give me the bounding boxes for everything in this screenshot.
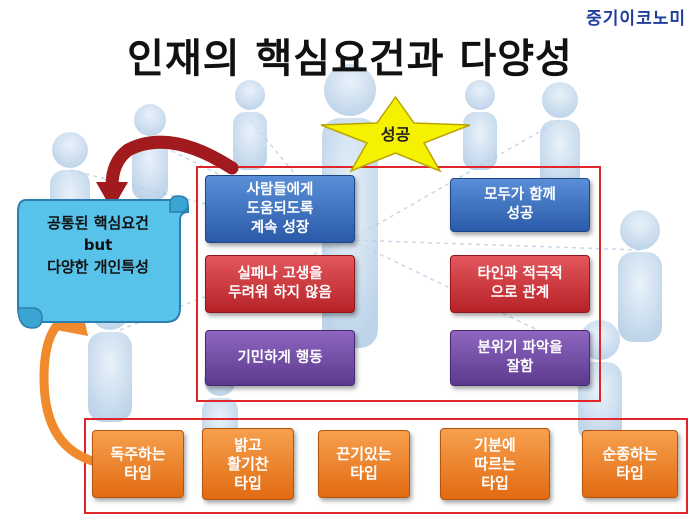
type-mood-driven: 기분에 따르는 타입 [440, 428, 550, 500]
scroll-line-but: but [83, 236, 113, 254]
box-not-afraid-of-failure-label: 실패나 고생을 두려워 하지 않음 [228, 266, 332, 301]
scroll-banner [17, 195, 189, 329]
box-act-quickly-label: 기민하게 행동 [237, 349, 323, 366]
box-succeed-together: 모두가 함께 성공 [450, 178, 590, 232]
type-bright-lively: 밝고 활기찬 타입 [202, 428, 294, 500]
box-active-relationships: 타인과 적극적 으로 관계 [450, 255, 590, 313]
type-solo-runner-label: 독주하는 타입 [110, 445, 166, 482]
box-continuous-growth: 사람들에게 도움되도록 계속 성장 [205, 175, 355, 243]
box-not-afraid-of-failure: 실패나 고생을 두려워 하지 않음 [205, 255, 355, 313]
type-bright-lively-label: 밝고 활기찬 타입 [227, 435, 269, 492]
star-label: 성공 [380, 125, 411, 144]
type-obedient: 순종하는 타입 [582, 430, 678, 498]
type-obedient-label: 순종하는 타입 [602, 445, 658, 482]
box-active-relationships-label: 타인과 적극적 으로 관계 [477, 266, 563, 301]
scroll-line-common: 공통된 핵심요건 [47, 214, 149, 232]
type-persistent-label: 끈기있는 타입 [336, 445, 392, 482]
box-continuous-growth-label: 사람들에게 도움되도록 계속 성장 [246, 181, 314, 236]
core-requirements-frame [196, 166, 601, 402]
box-act-quickly: 기민하게 행동 [205, 330, 355, 386]
scroll-text: 공통된 핵심요건 but 다양한 개인특성 [18, 212, 178, 278]
box-read-atmosphere: 분위기 파악을 잘함 [450, 330, 590, 386]
scroll-line-diverse: 다양한 개인특성 [47, 258, 149, 276]
type-mood-driven-label: 기분에 따르는 타입 [474, 435, 516, 492]
type-persistent: 끈기있는 타입 [318, 430, 410, 498]
box-read-atmosphere-label: 분위기 파악을 잘함 [477, 340, 563, 375]
type-solo-runner: 독주하는 타입 [92, 430, 184, 498]
brand-logo-text: 중기이코노미 [586, 9, 686, 29]
star-shape [320, 95, 471, 173]
page-title: 인재의 핵심요건과 다양성 [127, 36, 573, 82]
box-succeed-together-label: 모두가 함께 성공 [484, 187, 556, 222]
